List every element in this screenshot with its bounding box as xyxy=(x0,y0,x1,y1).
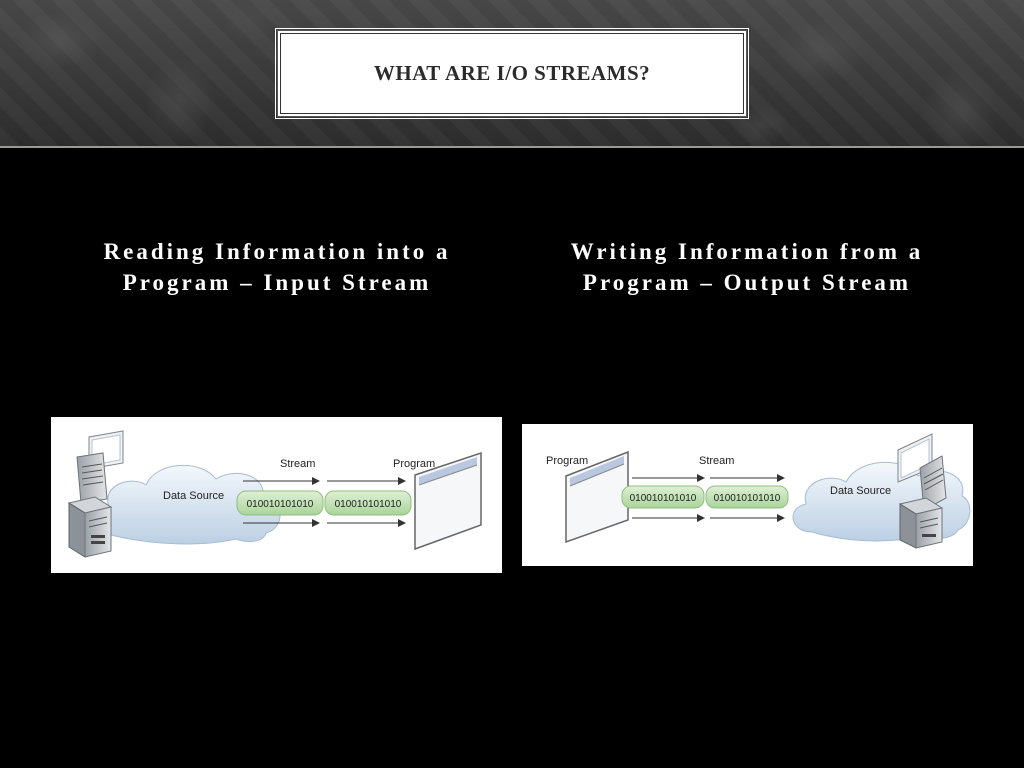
caption-output-stream: Writing Information from a Program – Out… xyxy=(522,236,972,298)
bits-pill-1 xyxy=(621,485,705,509)
program-label: Program xyxy=(546,455,588,467)
bits-text-2: 010010101010 xyxy=(335,499,402,510)
bits-pill-2 xyxy=(324,490,412,516)
bits-pill-1 xyxy=(236,490,324,516)
program-window-icon xyxy=(565,450,629,544)
computer-icon xyxy=(897,433,947,511)
computer-icon xyxy=(76,430,124,504)
program-window-icon xyxy=(414,451,482,551)
caption-input-line2: Program – Input Stream xyxy=(122,270,432,295)
data-source-label: Data Source xyxy=(163,490,224,502)
caption-output-line1: Writing Information from a xyxy=(570,239,924,264)
server-icon xyxy=(67,496,113,558)
bits-text-1: 010010101010 xyxy=(247,499,314,510)
stream-label: Stream xyxy=(280,458,315,470)
program-label: Program xyxy=(393,458,435,470)
stream-label: Stream xyxy=(699,455,734,467)
caption-input-line1: Reading Information into a xyxy=(103,239,451,264)
caption-output-line2: Program – Output Stream xyxy=(582,270,912,295)
data-source-cloud xyxy=(94,465,281,545)
bits-text-2: 010010101010 xyxy=(714,493,781,504)
title-box: WHAT ARE I/O STREAMS? xyxy=(275,28,749,119)
output-stream-svg: Program Stream 010010101010 010010101010… xyxy=(546,433,971,549)
bits-text-1: 010010101010 xyxy=(630,493,697,504)
page-title: WHAT ARE I/O STREAMS? xyxy=(373,61,651,85)
output-stream-diagram: Program Stream 010010101010 010010101010… xyxy=(522,424,973,566)
server-icon xyxy=(898,497,944,549)
data-source-label: Data Source xyxy=(830,485,891,497)
input-stream-svg: Data Source Stream 010010101010 xyxy=(67,430,482,558)
input-stream-diagram: Data Source Stream 010010101010 xyxy=(51,417,502,573)
caption-input-stream: Reading Information into a Program – Inp… xyxy=(52,236,502,298)
header-banner: WHAT ARE I/O STREAMS? xyxy=(0,0,1024,148)
bits-pill-2 xyxy=(705,485,789,509)
